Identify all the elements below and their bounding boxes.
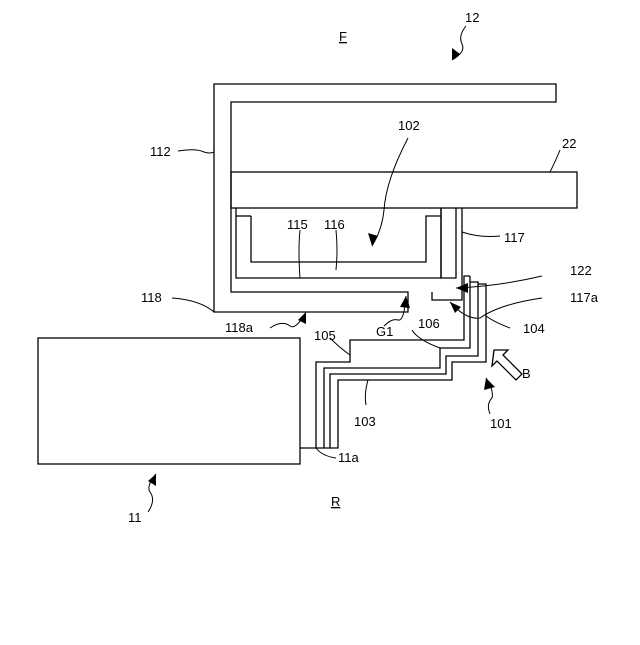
label-118a: 118a [225,320,254,335]
label-105: 105 [314,328,336,343]
leader-115 [299,230,300,278]
leader-11a [316,448,336,458]
leader-117 [462,232,500,237]
leader-22 [550,150,560,172]
label-11a: 11a [338,450,359,465]
leader-118 [172,298,214,312]
part-105 [300,276,470,448]
leader-112 [178,150,214,153]
arrow-B [492,350,522,380]
label-102: 102 [398,118,420,133]
label-F: F [339,29,347,44]
arrow-118a [270,312,306,328]
label-117: 117 [504,230,525,245]
panel-22 [231,172,577,208]
arrow-G1 [384,296,410,326]
arrow-101 [484,378,495,414]
label-106: 106 [418,316,440,331]
b-block-arrow [492,350,522,380]
member-117 [441,208,456,278]
label-103: 103 [354,414,376,429]
label-104: 104 [523,321,545,336]
leader-103 [365,380,368,405]
leader-116 [336,230,337,270]
label-B: B [522,366,531,381]
arrow-102 [368,138,408,246]
label-118: 118 [141,290,162,305]
label-12: 12 [465,10,479,25]
label-116: 116 [324,217,345,232]
label-R: R [331,494,340,509]
label-112: 112 [150,144,171,159]
label-G1: G1 [376,324,393,339]
inner-part-116 [251,216,441,262]
arrow-11 [148,474,156,512]
label-11: 11 [128,510,142,525]
arrow-122 [456,276,542,293]
label-101: 101 [490,416,512,431]
label-117a: 117a [570,290,599,305]
label-122: 122 [570,263,592,278]
component-11-block [38,338,300,464]
arrow-12 [452,26,466,60]
label-22: 22 [562,136,576,151]
member-117-tab [432,208,462,300]
leader-104 [486,316,510,328]
leader-106 [412,330,440,348]
label-115: 115 [287,217,308,232]
